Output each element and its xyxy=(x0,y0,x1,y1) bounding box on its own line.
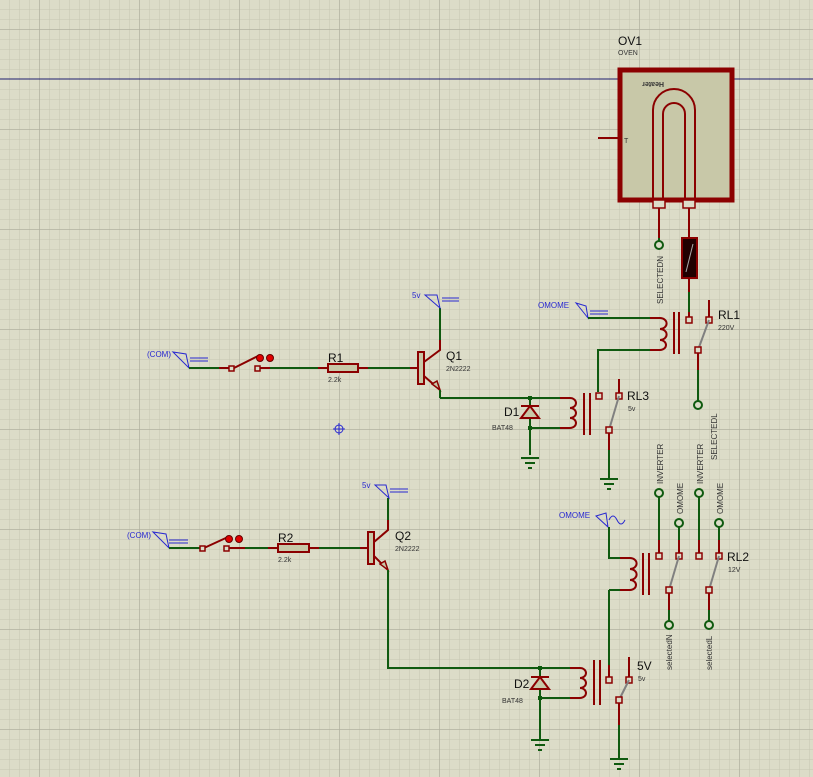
label-selectedn: selectedN xyxy=(665,634,674,670)
label-inverter-2: INVERTER xyxy=(696,443,705,484)
r1-ref: R1 xyxy=(328,351,344,365)
switch-2[interactable] xyxy=(199,535,245,552)
resistor-r2[interactable]: R2 2.2k xyxy=(268,531,319,564)
r2-value: 2.2k xyxy=(278,557,292,564)
label-omome-2: OMOME xyxy=(716,483,725,514)
label-selectedl-top: SELECTEDL xyxy=(710,413,719,460)
oven-pin-t: T xyxy=(624,138,629,145)
d2-ref: D2 xyxy=(514,677,530,691)
label-selectedn-top: SELECTEDN xyxy=(656,256,665,304)
crosshair-icon xyxy=(333,423,345,435)
terminal-omome-1[interactable] xyxy=(674,518,684,528)
net-omome-rl2: OMOME xyxy=(559,511,590,520)
oven-ov1[interactable]: OV1 OVEN Heater T xyxy=(598,34,735,209)
rl2-value: 12V xyxy=(728,567,741,574)
d1-value: BAT48 xyxy=(492,425,513,432)
rl1-value: 220V xyxy=(718,325,735,332)
ground-icon xyxy=(610,758,628,770)
diode-d1: D1 BAT48 xyxy=(440,396,560,469)
transistor-q1[interactable]: Q1 2N2222 xyxy=(410,308,471,398)
net-omome-rl1: OMOME xyxy=(538,301,569,310)
label-omome-1: OMOME xyxy=(676,483,685,514)
d2-value: BAT48 xyxy=(502,698,523,705)
ground-icon xyxy=(531,739,549,751)
switch-contact-icon xyxy=(266,354,274,362)
heater-label: Heater xyxy=(642,80,664,87)
rl2-ref: RL2 xyxy=(727,550,749,564)
d1-ref: D1 xyxy=(504,405,520,419)
switch-contact-icon xyxy=(256,354,264,362)
ground-icon xyxy=(600,478,618,490)
net-com1: (COM) xyxy=(147,350,171,359)
switch-contact-icon xyxy=(235,535,243,543)
net-com2: (COM) xyxy=(127,531,151,540)
switch-contact-icon xyxy=(225,535,233,543)
q1-ref: Q1 xyxy=(446,349,462,363)
relay-5v[interactable]: 5V 5v xyxy=(570,657,652,705)
relay-5v-value: 5v xyxy=(638,676,646,683)
terminal-inverter-2[interactable] xyxy=(694,488,704,498)
oven-ref: OV1 xyxy=(618,34,642,48)
terminal-inverter-1[interactable] xyxy=(654,488,664,498)
q1-value: 2N2222 xyxy=(446,366,471,373)
label-inverter-1: INVERTER xyxy=(656,443,665,484)
net-5v-q2: 5v xyxy=(362,481,370,490)
terminal-selectedl[interactable] xyxy=(704,620,714,630)
r2-ref: R2 xyxy=(278,531,294,545)
rl3-value: 5v xyxy=(628,406,636,413)
ground-icon xyxy=(521,457,539,469)
switch-1[interactable] xyxy=(219,354,274,372)
terminal-omome-2[interactable] xyxy=(714,518,724,528)
relay-rl3[interactable]: RL3 5v xyxy=(560,379,649,435)
rl3-ref: RL3 xyxy=(627,389,649,403)
terminal-selectedn-top[interactable] xyxy=(654,240,664,250)
rl1-ref: RL1 xyxy=(718,308,740,322)
diode-d2: D2 BAT48 xyxy=(502,666,551,751)
q2-value: 2N2222 xyxy=(395,546,420,553)
r1-value: 2.2k xyxy=(328,377,342,384)
relay-rl2[interactable]: RL2 12V xyxy=(620,540,749,610)
terminal-selectedl-top[interactable] xyxy=(693,400,703,410)
relay-5v-ref: 5V xyxy=(637,659,652,673)
q2-ref: Q2 xyxy=(395,529,411,543)
relay-rl1[interactable]: RL1 220V xyxy=(650,300,740,354)
terminal-selectedn[interactable] xyxy=(664,620,674,630)
oven-type: OVEN xyxy=(618,50,638,57)
resistor-r1[interactable]: R1 2.2k xyxy=(318,351,368,384)
label-selectedl: selectedL xyxy=(705,635,714,670)
transistor-q2[interactable]: Q2 2N2222 xyxy=(360,498,420,573)
net-5v-q1: 5v xyxy=(412,291,420,300)
